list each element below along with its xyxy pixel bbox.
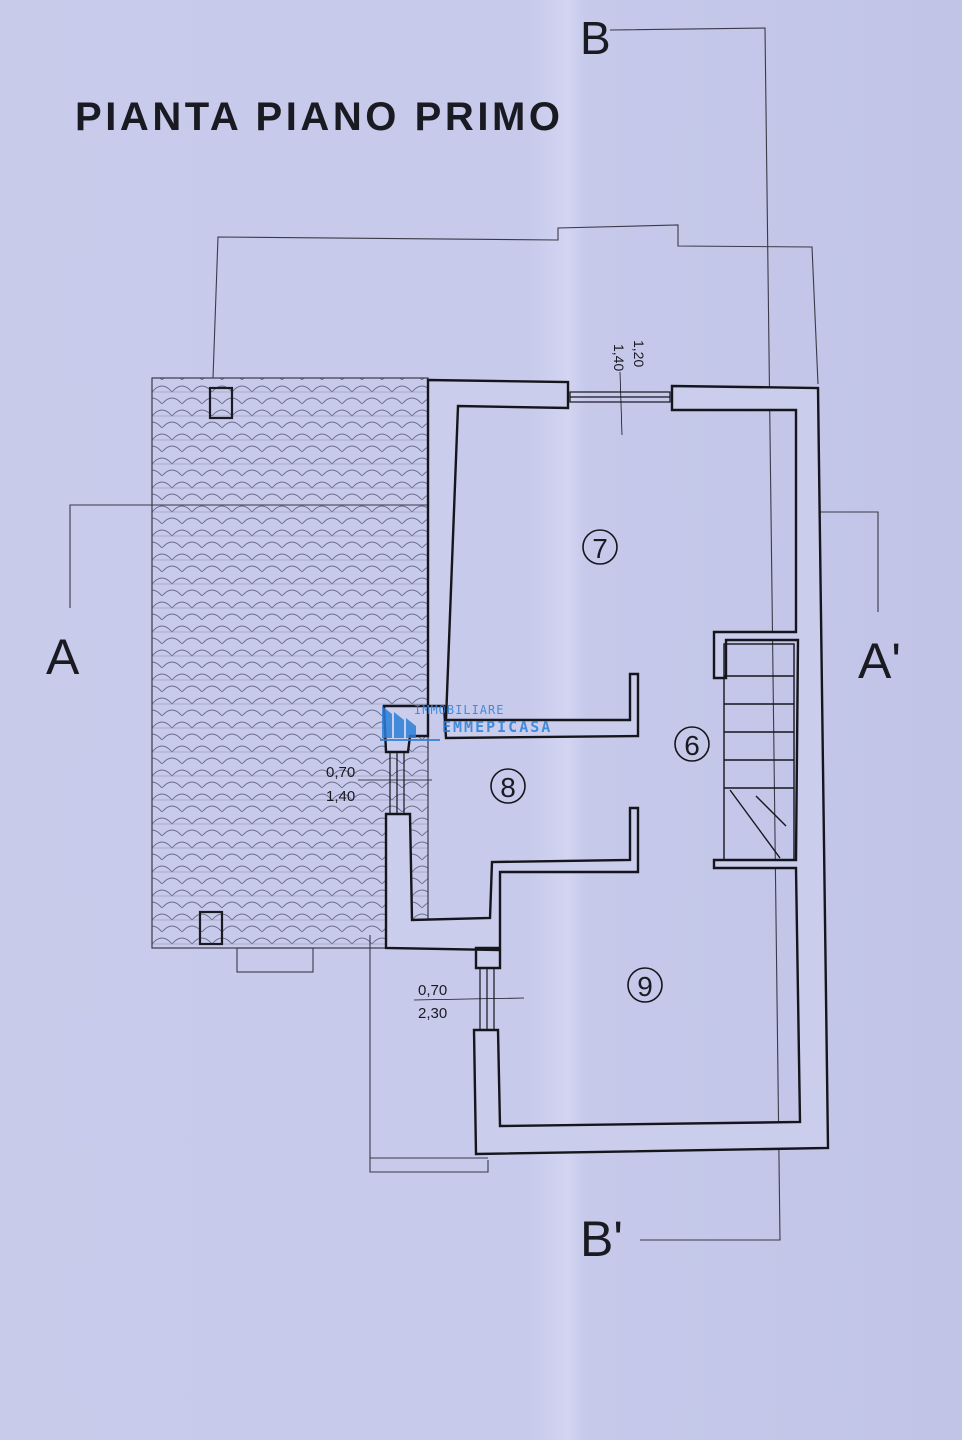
top-window-height: 1,40	[611, 344, 627, 371]
left-window-height: 1,40	[326, 788, 355, 805]
lower-window-height: 2,30	[418, 1005, 447, 1022]
room-number-6: 6	[684, 730, 700, 761]
watermark-line-1: IMMOBILIARE	[414, 703, 504, 717]
section-label-b-bottom: B'	[580, 1211, 623, 1267]
overhang-outline	[212, 224, 819, 1173]
windows	[358, 371, 671, 1031]
room-number-8: 8	[500, 772, 516, 803]
top-window-width: 1,20	[631, 340, 647, 367]
lower-window-width: 0,70	[418, 982, 447, 999]
section-label-a-left: A	[46, 629, 80, 685]
room-number-7: 7	[592, 533, 608, 564]
chimney-top-icon	[208, 386, 234, 420]
section-label-b-top: B	[580, 12, 611, 64]
plan-title: PIANTA PIANO PRIMO	[75, 95, 560, 139]
chimney-bottom-icon	[198, 910, 224, 946]
watermark: IMMOBILIARE EMMEPICASA	[380, 703, 552, 741]
room-markers	[490, 529, 710, 1003]
section-label-a-right: A'	[858, 633, 901, 689]
left-window-width: 0,70	[326, 764, 355, 781]
walls	[382, 378, 830, 1156]
watermark-logo-icon	[380, 706, 440, 741]
stair	[723, 643, 795, 861]
watermark-line-2: EMMEPICASA	[442, 718, 552, 736]
room-number-9: 9	[637, 971, 653, 1002]
roof-tiles	[151, 377, 429, 973]
